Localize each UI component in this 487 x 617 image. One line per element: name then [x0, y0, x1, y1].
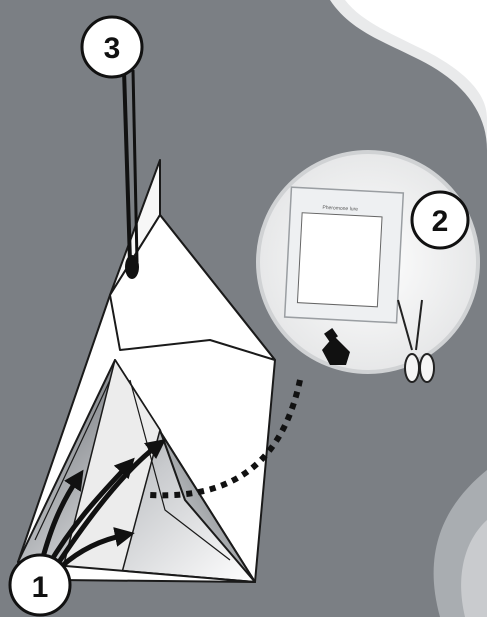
sachet-icon: Pheromone lure — [283, 186, 405, 324]
step-number-3: 3 — [104, 32, 121, 65]
hanger-wire-icon — [122, 69, 139, 279]
lure-placement-path — [149, 379, 303, 499]
step-badge-2: 2 — [410, 190, 470, 250]
lure-capsule-icon — [322, 328, 350, 365]
step-badge-3: 3 — [80, 15, 144, 79]
step-badge-1: 1 — [8, 553, 72, 617]
step-number-2: 2 — [432, 205, 449, 238]
sachet-title: Pheromone lure — [322, 205, 358, 213]
scissors-icon — [397, 299, 435, 383]
step-number-1: 1 — [32, 571, 49, 604]
